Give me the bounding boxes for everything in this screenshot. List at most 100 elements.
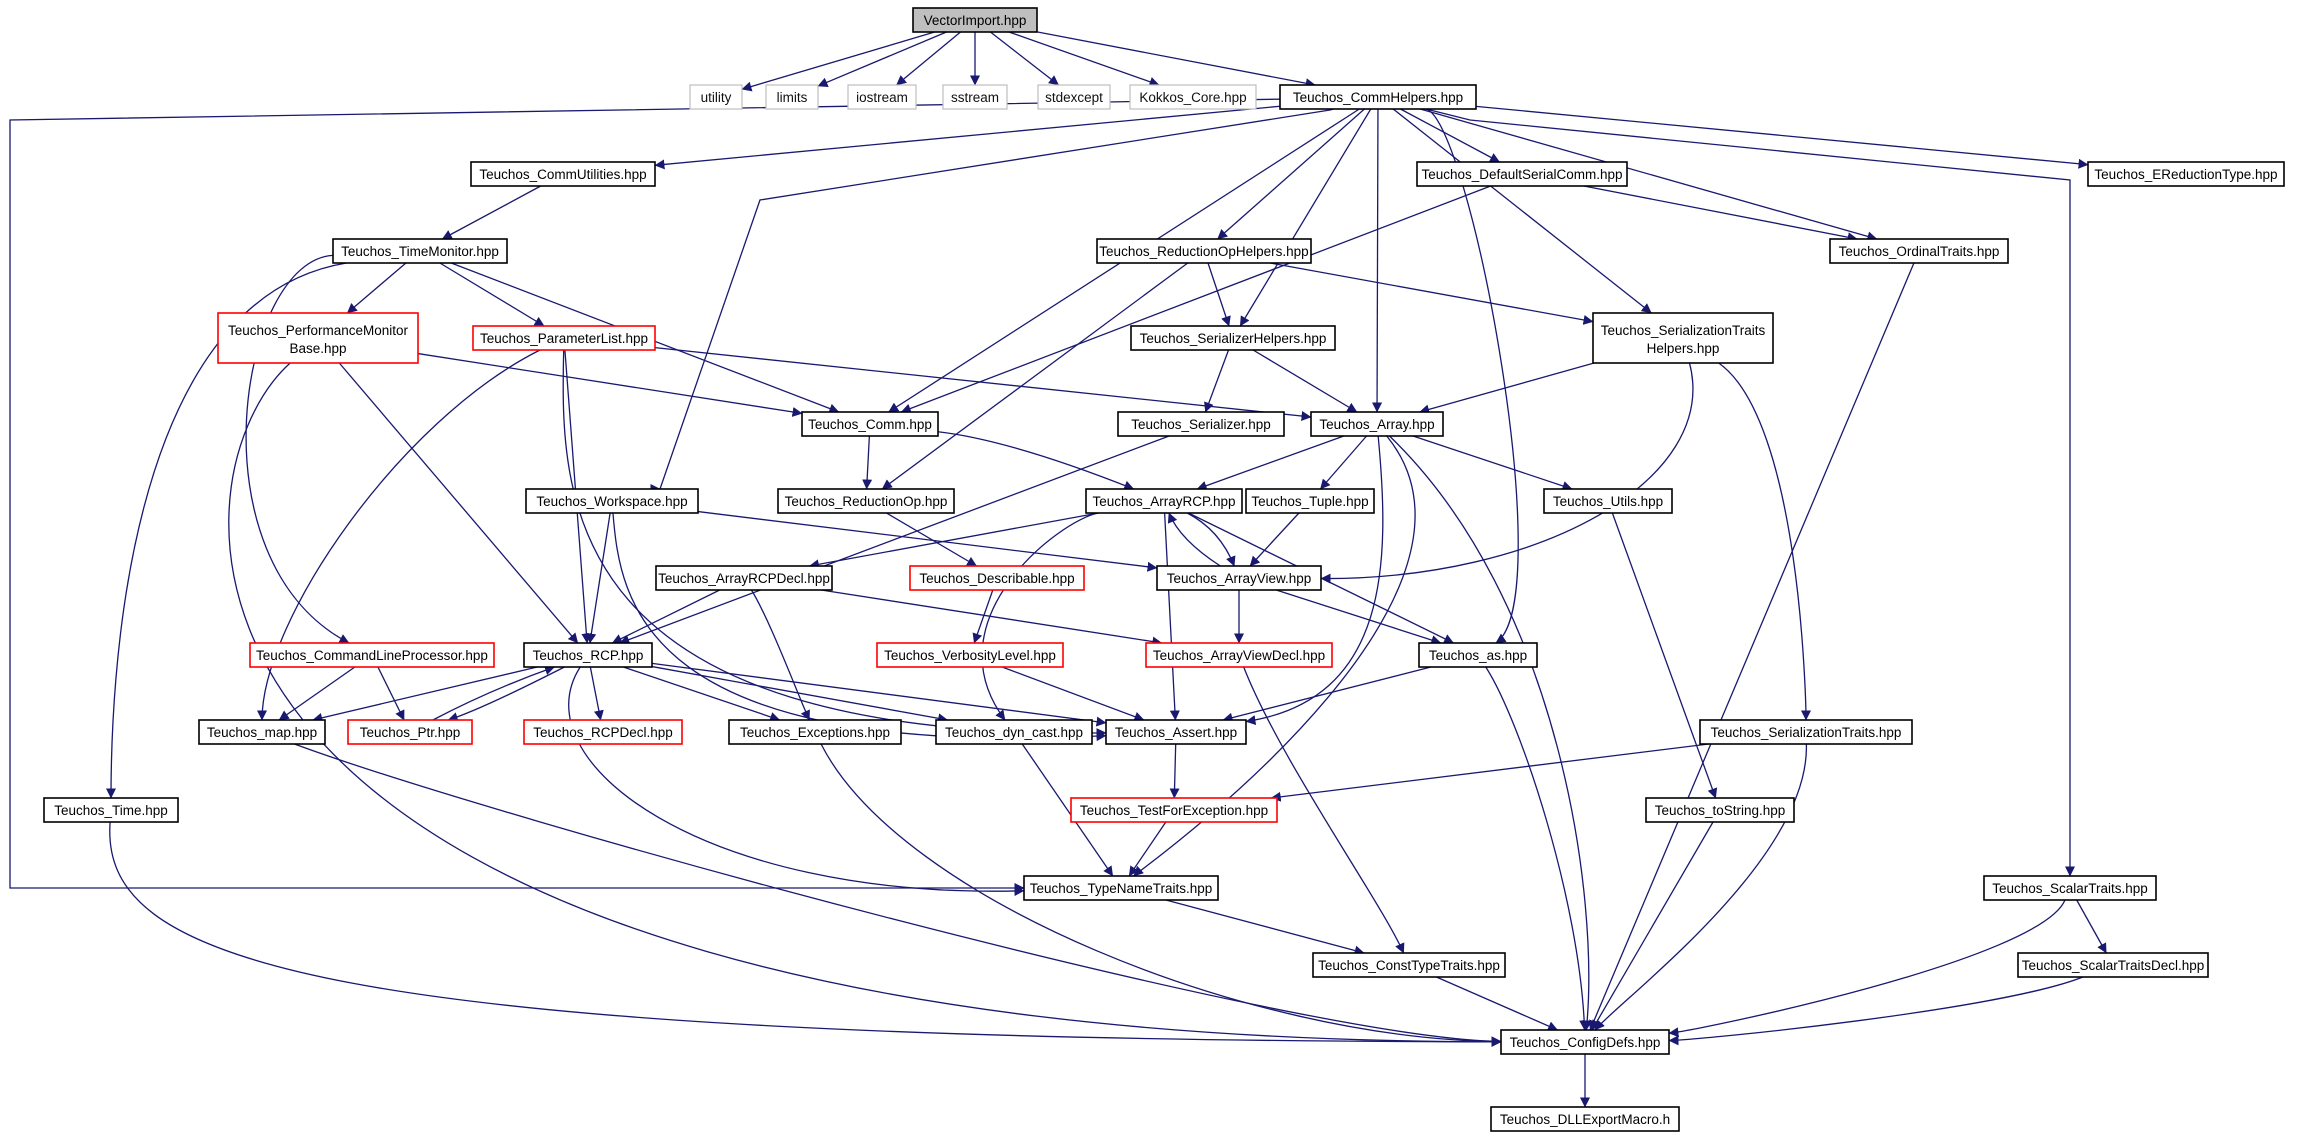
- edge-RCP-to-RCPDecl: [589, 666, 604, 721]
- node-iostream[interactable]: iostream: [847, 84, 917, 110]
- node-map[interactable]: Teuchos_map.hpp: [198, 719, 326, 745]
- node-Array[interactable]: Teuchos_Array.hpp: [1310, 411, 1444, 437]
- node-Utils[interactable]: Teuchos_Utils.hpp: [1543, 488, 1673, 514]
- node-toString[interactable]: Teuchos_toString.hpp: [1645, 797, 1795, 823]
- node-box: [1699, 719, 1913, 745]
- node-DLLExportMacro[interactable]: Teuchos_DLLExportMacro.h: [1490, 1106, 1680, 1132]
- edge-TimeMonitor-to-Time: [106, 262, 347, 799]
- node-TestForException[interactable]: Teuchos_TestForException.hpp: [1070, 797, 1278, 823]
- node-ReductionOp[interactable]: Teuchos_ReductionOp.hpp: [777, 488, 955, 514]
- node-ArrayViewDecl[interactable]: Teuchos_ArrayViewDecl.hpp: [1145, 642, 1333, 668]
- node-box: [472, 325, 656, 351]
- node-Kokkos_Core[interactable]: Kokkos_Core.hpp: [1129, 84, 1257, 110]
- node-Serializer[interactable]: Teuchos_Serializer.hpp: [1117, 411, 1285, 437]
- edge-CommHelpers-to-SerializerHelpers: [1239, 108, 1372, 327]
- node-box: [1418, 642, 1538, 668]
- node-utility[interactable]: utility: [689, 84, 743, 110]
- node-box: [1145, 642, 1333, 668]
- edge-as-to-Assert: [1222, 666, 1432, 723]
- node-ArrayView[interactable]: Teuchos_ArrayView.hpp: [1156, 565, 1322, 591]
- edge-ConstTypeTraits-to-ConfigDefs: [1436, 976, 1559, 1031]
- edge-SerTraits-to-TestForException: [1270, 743, 1709, 802]
- node-ArrayRCP[interactable]: Teuchos_ArrayRCP.hpp: [1085, 488, 1243, 514]
- node-label: Teuchos_DLLExportMacro.h: [1500, 1112, 1670, 1127]
- node-Tuple[interactable]: Teuchos_Tuple.hpp: [1245, 488, 1375, 514]
- edge-PerfMonitorBase-to-RCP: [338, 362, 579, 644]
- node-box: [1245, 488, 1375, 514]
- edge-CmdLineProc-to-Ptr: [377, 666, 405, 721]
- node-DefaultSerialComm[interactable]: Teuchos_DefaultSerialComm.hpp: [1416, 161, 1628, 187]
- node-ArrayRCPDecl[interactable]: Teuchos_ArrayRCPDecl.hpp: [655, 565, 833, 591]
- node-TypeNameTraits[interactable]: Teuchos_TypeNameTraits.hpp: [1023, 875, 1219, 901]
- node-ConstTypeTraits[interactable]: Teuchos_ConstTypeTraits.hpp: [1312, 952, 1506, 978]
- node-label: VectorImport.hpp: [924, 13, 1027, 28]
- edge-ReductionOpHelpers-to-ReductionOp: [881, 262, 1189, 490]
- node-CommHelpers[interactable]: Teuchos_CommHelpers.hpp: [1279, 84, 1477, 110]
- node-Assert[interactable]: Teuchos_Assert.hpp: [1105, 719, 1247, 745]
- node-sstream[interactable]: sstream: [942, 84, 1008, 110]
- node-ConfigDefs[interactable]: Teuchos_ConfigDefs.hpp: [1500, 1029, 1670, 1055]
- edge-TestForException-to-TypeNameTraits: [1128, 821, 1167, 877]
- node-box: [198, 719, 326, 745]
- edge-TimeMonitor-to-ParameterList: [439, 262, 545, 327]
- node-label: Teuchos_Ptr.hpp: [360, 725, 461, 740]
- node-label: Helpers.hpp: [1647, 341, 1720, 356]
- edge-SerTraitsHelpers-to-Array: [1419, 362, 1595, 415]
- node-label: Kokkos_Core.hpp: [1139, 90, 1246, 105]
- node-box: [1105, 719, 1247, 745]
- node-TimeMonitor[interactable]: Teuchos_TimeMonitor.hpp: [332, 238, 508, 264]
- node-ScalarTraitsDecl[interactable]: Teuchos_ScalarTraitsDecl.hpp: [2017, 952, 2209, 978]
- node-box: [655, 565, 833, 591]
- node-RCPDecl[interactable]: Teuchos_RCPDecl.hpp: [523, 719, 683, 745]
- node-box: [1500, 1029, 1670, 1055]
- edge-Ptr-to-RCP: [432, 665, 555, 721]
- node-dyn_cast[interactable]: Teuchos_dyn_cast.hpp: [935, 719, 1093, 745]
- node-stdexcept[interactable]: stdexcept: [1037, 84, 1111, 110]
- node-as[interactable]: Teuchos_as.hpp: [1418, 642, 1538, 668]
- node-label: Teuchos_ArrayViewDecl.hpp: [1153, 648, 1325, 663]
- node-Workspace[interactable]: Teuchos_Workspace.hpp: [525, 488, 699, 514]
- node-box: [217, 312, 419, 364]
- node-ReductionOpHelpers[interactable]: Teuchos_ReductionOpHelpers.hpp: [1096, 238, 1312, 264]
- node-RCP[interactable]: Teuchos_RCP.hpp: [523, 642, 653, 668]
- node-Ptr[interactable]: Teuchos_Ptr.hpp: [347, 719, 473, 745]
- node-box: [1130, 325, 1336, 351]
- node-box: [2017, 952, 2209, 978]
- node-SerTraits[interactable]: Teuchos_SerializationTraits.hpp: [1699, 719, 1913, 745]
- edge-CommHelpers-to-as: [1425, 108, 1519, 644]
- edge-map-to-ConfigDefs: [294, 743, 1502, 1047]
- edge-dyn_cast-to-TypeNameTraits: [1021, 743, 1114, 877]
- edge-Assert-to-TestForException: [1169, 743, 1180, 799]
- node-box: [249, 642, 495, 668]
- edge-CommUtilities-to-TimeMonitor: [441, 185, 542, 240]
- node-Comm[interactable]: Teuchos_Comm.hpp: [801, 411, 939, 437]
- node-Time[interactable]: Teuchos_Time.hpp: [43, 797, 179, 823]
- node-label: Teuchos_CommandLineProcessor.hpp: [256, 648, 488, 663]
- node-box: [1070, 797, 1278, 823]
- edge-ParameterList-to-Array: [654, 346, 1312, 421]
- node-limits[interactable]: limits: [765, 84, 819, 110]
- node-Exceptions[interactable]: Teuchos_Exceptions.hpp: [728, 719, 902, 745]
- node-label: iostream: [856, 90, 908, 105]
- node-VerbosityLevel[interactable]: Teuchos_VerbosityLevel.hpp: [876, 642, 1064, 668]
- edge-SerializerHelpers-to-Array: [1252, 349, 1358, 413]
- edge-RCP-to-map: [312, 666, 538, 723]
- edge-Utils-to-toString: [1611, 512, 1718, 799]
- node-CommUtilities[interactable]: Teuchos_CommUtilities.hpp: [470, 161, 656, 187]
- node-EReductionType[interactable]: Teuchos_EReductionType.hpp: [2087, 161, 2285, 187]
- edge-CommHelpers-to-CommUtilities: [654, 105, 1281, 170]
- node-ParameterList[interactable]: Teuchos_ParameterList.hpp: [472, 325, 656, 351]
- edge-Workspace-to-Assert: [612, 512, 1107, 742]
- edge-Comm-to-ArrayRCP: [937, 431, 1135, 491]
- edge-VectorImport-to-stdexcept: [990, 31, 1059, 86]
- node-CmdLineProc[interactable]: Teuchos_CommandLineProcessor.hpp: [249, 642, 495, 668]
- node-SerializerHelpers[interactable]: Teuchos_SerializerHelpers.hpp: [1130, 325, 1336, 351]
- node-OrdinalTraits[interactable]: Teuchos_OrdinalTraits.hpp: [1829, 238, 2009, 264]
- node-VectorImport[interactable]: VectorImport.hpp: [912, 7, 1038, 33]
- node-ScalarTraits[interactable]: Teuchos_ScalarTraits.hpp: [1983, 875, 2157, 901]
- edge-Comm-to-ReductionOp: [862, 435, 873, 490]
- node-label: Teuchos_DefaultSerialComm.hpp: [1421, 167, 1622, 182]
- node-Describable[interactable]: Teuchos_Describable.hpp: [909, 565, 1085, 591]
